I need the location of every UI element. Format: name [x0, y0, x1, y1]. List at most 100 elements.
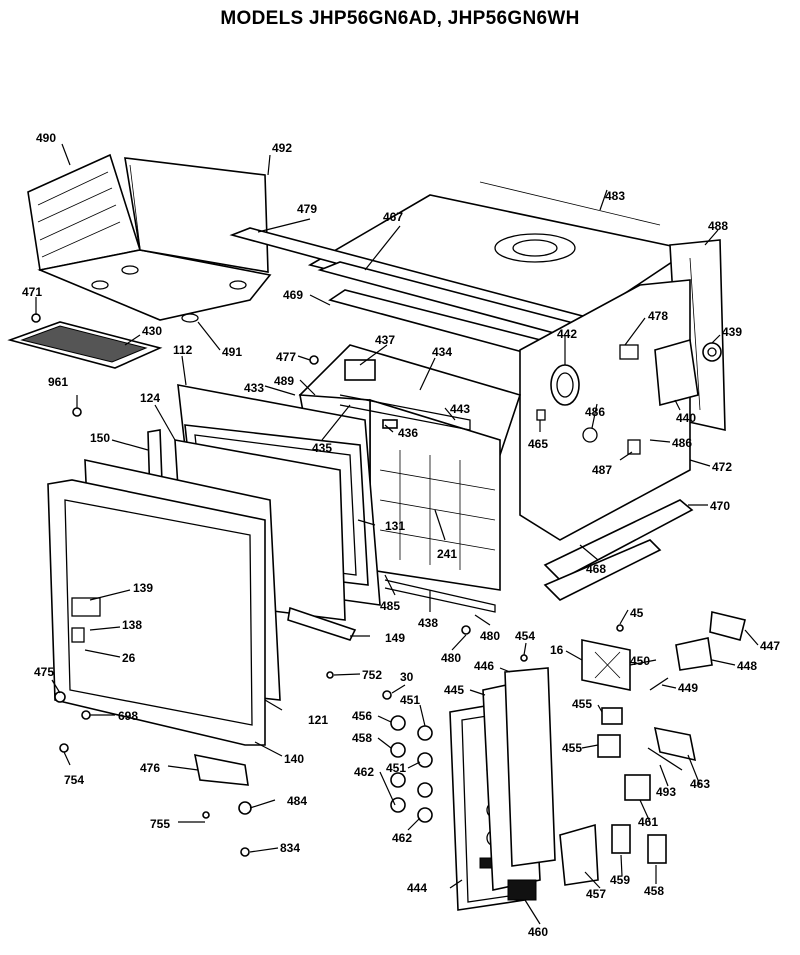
part-476-hinge-bracket	[193, 753, 249, 786]
callout-458-b: 458	[644, 884, 664, 898]
part-439-blower-motor	[702, 342, 722, 362]
callout-754: 754	[64, 773, 84, 787]
part-477-screw	[309, 355, 319, 365]
callout-139: 139	[133, 581, 153, 595]
part-440-duct	[654, 338, 699, 407]
callout-438: 438	[418, 616, 438, 630]
callout-433: 433	[244, 381, 264, 395]
callout-465: 465	[528, 437, 548, 451]
callout-462-a: 462	[354, 765, 374, 779]
callout-448: 448	[737, 659, 757, 673]
callout-486-b: 486	[672, 436, 692, 450]
part-436-bracket	[382, 419, 398, 429]
part-461-switch	[624, 774, 651, 801]
callout-149: 149	[385, 631, 405, 645]
callout-476: 476	[140, 761, 160, 775]
callout-467: 467	[383, 210, 403, 224]
part-470-bottom-frame	[543, 499, 694, 601]
callout-489: 489	[274, 374, 294, 388]
part-460-connector	[507, 879, 537, 901]
callout-138: 138	[122, 618, 142, 632]
callout-131: 131	[385, 519, 405, 533]
callout-485: 485	[380, 599, 400, 613]
callout-490: 490	[36, 131, 56, 145]
callout-480-a: 480	[480, 629, 500, 643]
callout-459: 459	[610, 873, 630, 887]
callout-487: 487	[592, 463, 612, 477]
part-698-screw	[81, 710, 91, 720]
callout-435: 435	[312, 441, 332, 455]
part-45-screw	[616, 624, 624, 632]
part-454-screw	[520, 654, 528, 662]
callout-445: 445	[444, 683, 464, 697]
callout-434: 434	[432, 345, 452, 359]
part-834-screw	[240, 847, 250, 857]
part-30-lamp	[382, 690, 392, 700]
callout-437: 437	[375, 333, 395, 347]
callout-468: 468	[586, 562, 606, 576]
callout-444: 444	[407, 881, 427, 895]
callout-112: 112	[173, 343, 193, 357]
callout-labels: 490 492 471 430 491 961 124 112 150 139 …	[22, 131, 780, 939]
callout-16: 16	[550, 643, 564, 657]
part-458-switch	[647, 834, 667, 864]
callout-451-a: 451	[400, 693, 420, 707]
callout-483: 483	[605, 189, 625, 203]
part-140-outer-door	[47, 479, 266, 746]
callout-834: 834	[280, 841, 300, 855]
callout-457: 457	[586, 887, 606, 901]
callout-454: 454	[515, 629, 535, 643]
part-442-fan-ring	[550, 364, 580, 406]
part-490-oven-top-panel	[27, 153, 272, 323]
callout-455-b: 455	[562, 741, 582, 755]
callout-472: 472	[712, 460, 732, 474]
part-457-bracket	[559, 823, 599, 886]
callout-439: 439	[722, 325, 742, 339]
callout-461: 461	[638, 815, 658, 829]
callout-486-a: 486	[585, 405, 605, 419]
part-16-clock	[581, 639, 631, 691]
callout-484: 484	[287, 794, 307, 808]
callout-150: 150	[90, 431, 110, 445]
part-448-bracket	[675, 637, 713, 671]
part-475-foot	[54, 691, 66, 703]
knobs-451-456-458-462	[390, 715, 433, 823]
callout-30: 30	[400, 670, 414, 684]
callout-492: 492	[272, 141, 292, 155]
callout-475: 475	[34, 665, 54, 679]
diagram-title: MODELS JHP56GN6AD, JHP56GN6WH	[220, 8, 580, 29]
part-449-sensor	[649, 677, 669, 691]
callout-477: 477	[276, 350, 296, 364]
callout-140: 140	[284, 752, 304, 766]
part-755-screw	[202, 811, 210, 819]
callout-440: 440	[676, 411, 696, 425]
callout-456: 456	[352, 709, 372, 723]
part-492-side-panel	[124, 157, 269, 273]
callout-479: 479	[297, 202, 317, 216]
part-446-overlay	[504, 667, 556, 867]
callout-455-a: 455	[572, 697, 592, 711]
leader-lines	[35, 143, 759, 925]
callout-460: 460	[528, 925, 548, 939]
callout-755: 755	[150, 817, 170, 831]
callout-463: 463	[690, 777, 710, 791]
callout-961: 961	[48, 375, 68, 389]
callout-471: 471	[22, 285, 42, 299]
callout-241: 241	[437, 547, 457, 561]
callout-488: 488	[708, 219, 728, 233]
callout-752: 752	[362, 668, 382, 682]
callout-458-a: 458	[352, 731, 372, 745]
callout-121: 121	[308, 713, 328, 727]
callout-451-b: 451	[386, 761, 406, 775]
callout-469: 469	[283, 288, 303, 302]
part-961-screw	[72, 407, 82, 417]
callout-442: 442	[557, 327, 577, 341]
callout-462-b: 462	[392, 831, 412, 845]
callout-45: 45	[630, 606, 644, 620]
part-443-element	[339, 394, 471, 431]
callout-470: 470	[710, 499, 730, 513]
callout-698: 698	[118, 709, 138, 723]
part-447-relay	[709, 611, 746, 641]
part-430-vent-grille	[7, 321, 163, 369]
